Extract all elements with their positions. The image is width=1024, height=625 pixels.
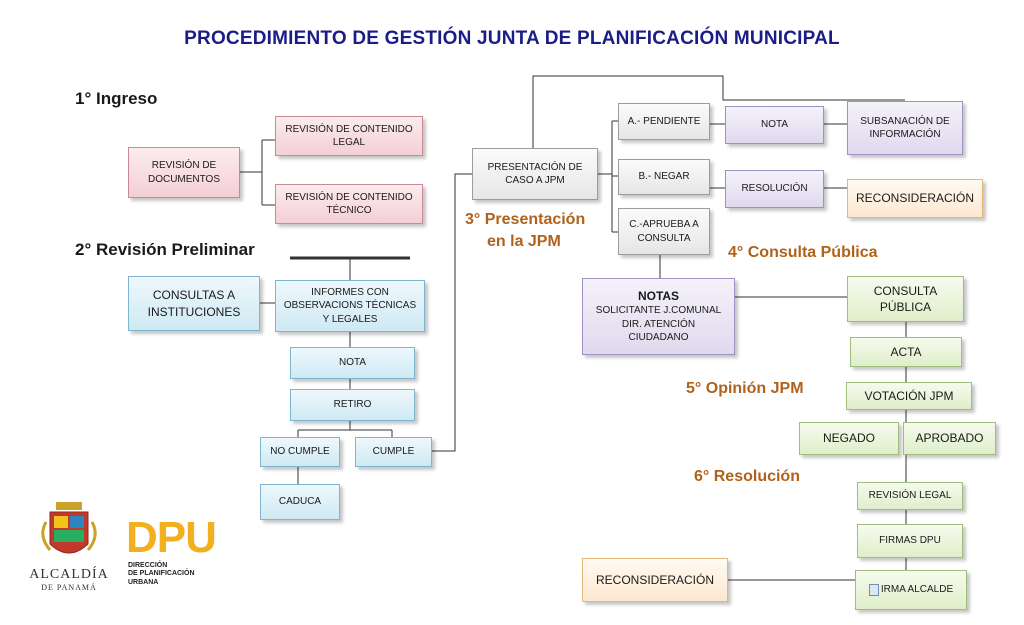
subsanacion-box: SUBSANACIÓN DE INFORMACIÓN xyxy=(847,101,963,155)
notas-box: NOTAS SOLICITANTE J.COMUNAL DIR. ATENCIÓ… xyxy=(582,278,735,355)
nota-pendiente-box: NOTA xyxy=(725,106,824,144)
dpu-logo: DPU DIRECCIÓN DE PLANIFICACIÓN URBANA xyxy=(126,516,236,592)
firmas-dpu-box: FIRMAS DPU xyxy=(857,524,963,558)
revision-contenido-tecnico-box: REVISIÓN DE CONTENIDO TÉCNICO xyxy=(275,184,423,224)
reconsideracion-bottom-box: RECONSIDERACIÓN xyxy=(582,558,728,602)
alcaldia-logo: ALCALDÍA DE PANAMÁ xyxy=(20,500,118,600)
firma-alcalde-box: IRMA ALCALDE xyxy=(855,570,967,610)
section-1-ingreso: 1° Ingreso xyxy=(75,89,158,108)
page-title: PROCEDIMIENTO DE GESTIÓN JUNTA DE PLANIF… xyxy=(184,28,840,49)
negar-box: B.- NEGAR xyxy=(618,159,710,195)
section-5-opinion-jpm: 5° Opinión JPM xyxy=(686,380,804,397)
section-4-consulta-publica: 4° Consulta Pública xyxy=(728,244,878,261)
pendiente-box: A.- PENDIENTE xyxy=(618,103,710,140)
alcaldia-name: ALCALDÍA xyxy=(29,567,109,582)
retiro-box: RETIRO xyxy=(290,389,415,421)
notas-body: SOLICITANTE J.COMUNAL DIR. ATENCIÓN CIUD… xyxy=(595,305,722,344)
cumple-box: CUMPLE xyxy=(355,437,432,467)
alcaldia-sub: DE PANAMÁ xyxy=(41,583,97,592)
revision-contenido-legal-box: REVISIÓN DE CONTENIDO LEGAL xyxy=(275,116,423,156)
reconsideracion-top-box: RECONSIDERACIÓN xyxy=(847,179,983,218)
dpu-tagline: DIRECCIÓN DE PLANIFICACIÓN URBANA xyxy=(128,562,195,586)
firma-alcalde-label: IRMA ALCALDE xyxy=(880,584,954,596)
informes-box: INFORMES CON OBSERVACIONS TÉCNICAS Y LEG… xyxy=(275,280,425,332)
negado-box: NEGADO xyxy=(799,422,899,455)
revision-legal-box: REVISIÓN LEGAL xyxy=(857,482,963,510)
section-6-resolucion: 6° Resolución xyxy=(694,468,800,485)
no-cumple-box: NO CUMPLE xyxy=(260,437,340,467)
coat-of-arms-icon xyxy=(41,502,97,554)
notas-title: NOTAS xyxy=(637,289,680,304)
aprobado-box: APROBADO xyxy=(903,422,996,455)
section-3-presentacion-line2: en la JPM xyxy=(487,233,561,250)
section-2-revision-preliminar: 2° Revisión Preliminar xyxy=(75,240,255,259)
nota-preliminar-box: NOTA xyxy=(290,347,415,379)
consultas-instituciones-box: CONSULTAS A INSTITUCIONES xyxy=(128,276,260,331)
dpu-wordmark: DPU xyxy=(126,513,217,562)
consulta-publica-box: CONSULTA PÚBLICA xyxy=(847,276,964,322)
votacion-jpm-box: VOTACIÓN JPM xyxy=(846,382,972,410)
resolucion-box: RESOLUCIÓN xyxy=(725,170,824,208)
revision-documentos-box: REVISIÓN DE DOCUMENTOS xyxy=(128,147,240,198)
acta-box: ACTA xyxy=(850,337,962,367)
document-icon xyxy=(868,584,879,596)
section-3-presentacion-line1: 3° Presentación xyxy=(465,211,586,228)
caduca-box: CADUCA xyxy=(260,484,340,520)
aprueba-consulta-box: C.-APRUEBA A CONSULTA xyxy=(618,208,710,255)
presentacion-caso-box: PRESENTACIÓN DE CASO A JPM xyxy=(472,148,598,200)
